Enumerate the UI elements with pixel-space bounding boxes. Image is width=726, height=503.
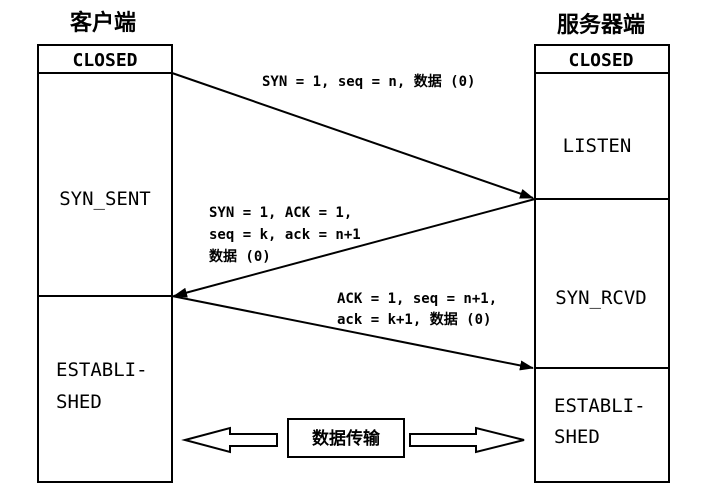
syn-ack-message-line3: 数据 (0)	[209, 248, 271, 265]
server-state-established-line2: SHED	[554, 426, 600, 448]
client-state-syn-sent: SYN_SENT	[59, 188, 151, 210]
syn-message: SYN = 1, seq = n, 数据 (0)	[262, 73, 475, 90]
client-state-closed: CLOSED	[72, 50, 137, 71]
syn-ack-message-line2: seq = k, ack = n+1	[209, 227, 361, 243]
server-state-syn-rcvd: SYN_RCVD	[555, 287, 647, 309]
transfer-left-arrow-icon	[181, 426, 278, 454]
client-column: CLOSED SYN_SENT ESTABLI- SHED	[37, 44, 173, 483]
syn-ack-message-line1: SYN = 1, ACK = 1,	[209, 205, 352, 221]
server-state-closed: CLOSED	[568, 50, 633, 71]
server-column-box	[534, 44, 670, 483]
server-state-listen: LISTEN	[563, 135, 632, 157]
transfer-label: 数据传输	[312, 428, 381, 449]
ack-arrow	[171, 295, 534, 371]
client-column-box	[37, 44, 173, 483]
server-state-established-line1: ESTABLI-	[554, 395, 646, 417]
client-state-established-line2: SHED	[56, 391, 102, 413]
client-title: 客户端	[70, 10, 136, 36]
server-column: CLOSED LISTEN SYN_RCVD ESTABLI- SHED	[534, 44, 670, 483]
transfer-label-box	[287, 418, 405, 458]
syn-ack-arrow	[173, 198, 536, 298]
ack-message-line2: ack = k+1, 数据 (0)	[337, 311, 491, 328]
syn-arrow	[171, 72, 534, 199]
transfer-right-arrow-icon	[409, 426, 525, 454]
client-state-established-line1: ESTABLI-	[56, 359, 148, 381]
server-title: 服务器端	[557, 13, 645, 38]
ack-message-line1: ACK = 1, seq = n+1,	[337, 291, 497, 307]
